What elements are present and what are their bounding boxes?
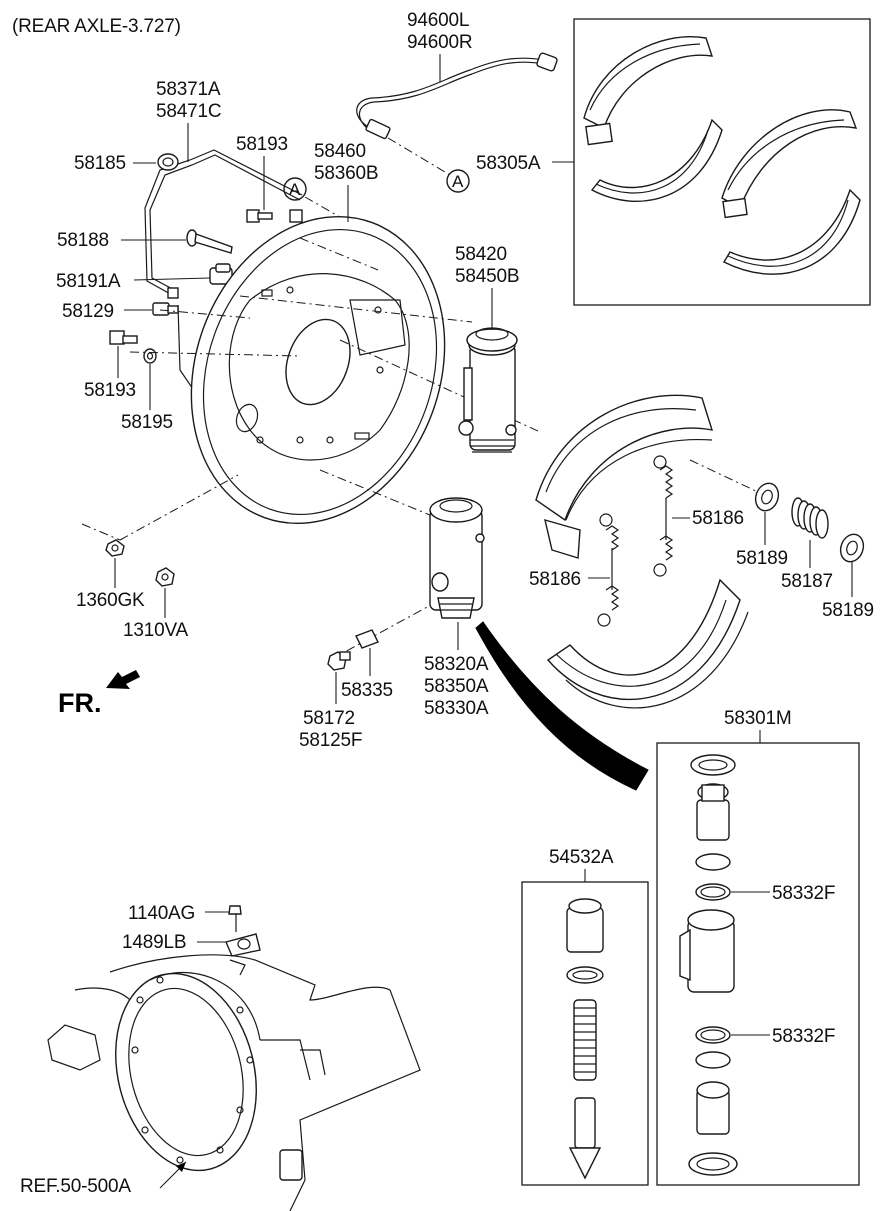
label-1489lb: 1489LB xyxy=(122,932,186,953)
bleeder-screw xyxy=(327,651,351,671)
label-58193-upper: 58193 xyxy=(236,134,288,155)
label-58129: 58129 xyxy=(62,301,114,322)
label-58371a: 58371A xyxy=(156,79,221,100)
label-1310va: 1310VA xyxy=(123,620,189,641)
label-58360b: 58360B xyxy=(314,163,378,184)
mounting-bolts-upper xyxy=(246,209,303,223)
grommet xyxy=(157,153,179,171)
label-1360gk: 1360GK xyxy=(76,590,145,611)
label-58301m: 58301M xyxy=(724,708,791,729)
housing-clip xyxy=(225,933,261,957)
label-58188: 58188 xyxy=(57,230,109,251)
cylinder-kit-parts xyxy=(679,754,738,1176)
label-58330a: 58330A xyxy=(424,698,489,719)
nut-1310va xyxy=(155,567,175,587)
svg-text:A: A xyxy=(289,180,301,199)
label-58186-left: 58186 xyxy=(529,569,581,590)
label-58191a: 58191A xyxy=(56,271,121,292)
label-54532a: 54532A xyxy=(549,847,614,868)
pipe-clip xyxy=(209,263,233,285)
brake-pipe xyxy=(144,149,303,393)
washer xyxy=(143,348,157,364)
label-ref-50-500a: REF.50-500A xyxy=(20,1176,131,1197)
brake-shoe-lower xyxy=(546,578,749,709)
cylinder-kit-box xyxy=(656,742,860,1186)
bleeder-cap xyxy=(355,629,379,649)
detail-arrow xyxy=(475,621,649,791)
label-58450b: 58450B xyxy=(455,266,519,287)
brake-shoe-upper xyxy=(535,394,714,559)
axle-housing xyxy=(47,954,421,1211)
abs-sensor-harness xyxy=(356,52,558,176)
wheel-cylinder xyxy=(429,497,485,619)
label-58332f-lower: 58332F xyxy=(772,1026,835,1047)
return-spring-left xyxy=(597,513,620,627)
return-spring-right xyxy=(653,455,674,577)
reference-marker-a-right: A xyxy=(446,169,470,193)
nut-1360gk xyxy=(105,539,125,557)
shoe-kit-shoes xyxy=(583,36,861,275)
pipe-connector xyxy=(152,287,179,316)
label-58320a: 58320A xyxy=(424,654,489,675)
label-94600l: 94600L xyxy=(407,10,469,31)
housing-bolt xyxy=(228,905,242,932)
label-58185: 58185 xyxy=(74,153,126,174)
ref-arrow-icon xyxy=(176,1162,186,1172)
label-58460: 58460 xyxy=(314,141,366,162)
label-58335: 58335 xyxy=(341,680,393,701)
spring-cup-lower xyxy=(839,533,865,563)
adjuster-cylinder xyxy=(458,327,518,453)
label-58193-lower: 58193 xyxy=(84,380,136,401)
front-label: FR. xyxy=(58,688,102,718)
label-58350a: 58350A xyxy=(424,676,489,697)
label-58189-upper: 58189 xyxy=(736,548,788,569)
backing-plate xyxy=(190,215,446,525)
adjuster-kit-parts xyxy=(566,898,604,1180)
label-58332f-upper: 58332F xyxy=(772,883,835,904)
label-58471c: 58471C xyxy=(156,101,221,122)
mounting-bolt-lower xyxy=(109,330,138,345)
axle-note: (REAR AXLE-3.727) xyxy=(12,16,181,37)
label-1140ag: 1140AG xyxy=(128,903,195,924)
svg-text:A: A xyxy=(452,172,464,191)
label-58125f: 58125F xyxy=(299,730,362,751)
label-58187: 58187 xyxy=(781,571,833,592)
label-58305a: 58305A xyxy=(476,153,541,174)
label-58189-lower: 58189 xyxy=(822,600,874,621)
coil-spring xyxy=(791,497,829,539)
label-58195: 58195 xyxy=(121,412,173,433)
label-58186-right: 58186 xyxy=(692,508,744,529)
long-bolt xyxy=(186,229,233,254)
label-58420: 58420 xyxy=(455,244,507,265)
spring-cup-upper xyxy=(754,482,780,512)
front-arrow-icon xyxy=(106,670,140,689)
label-58172: 58172 xyxy=(303,708,355,729)
label-94600r: 94600R xyxy=(407,32,472,53)
shoe-kit-box xyxy=(573,18,871,306)
